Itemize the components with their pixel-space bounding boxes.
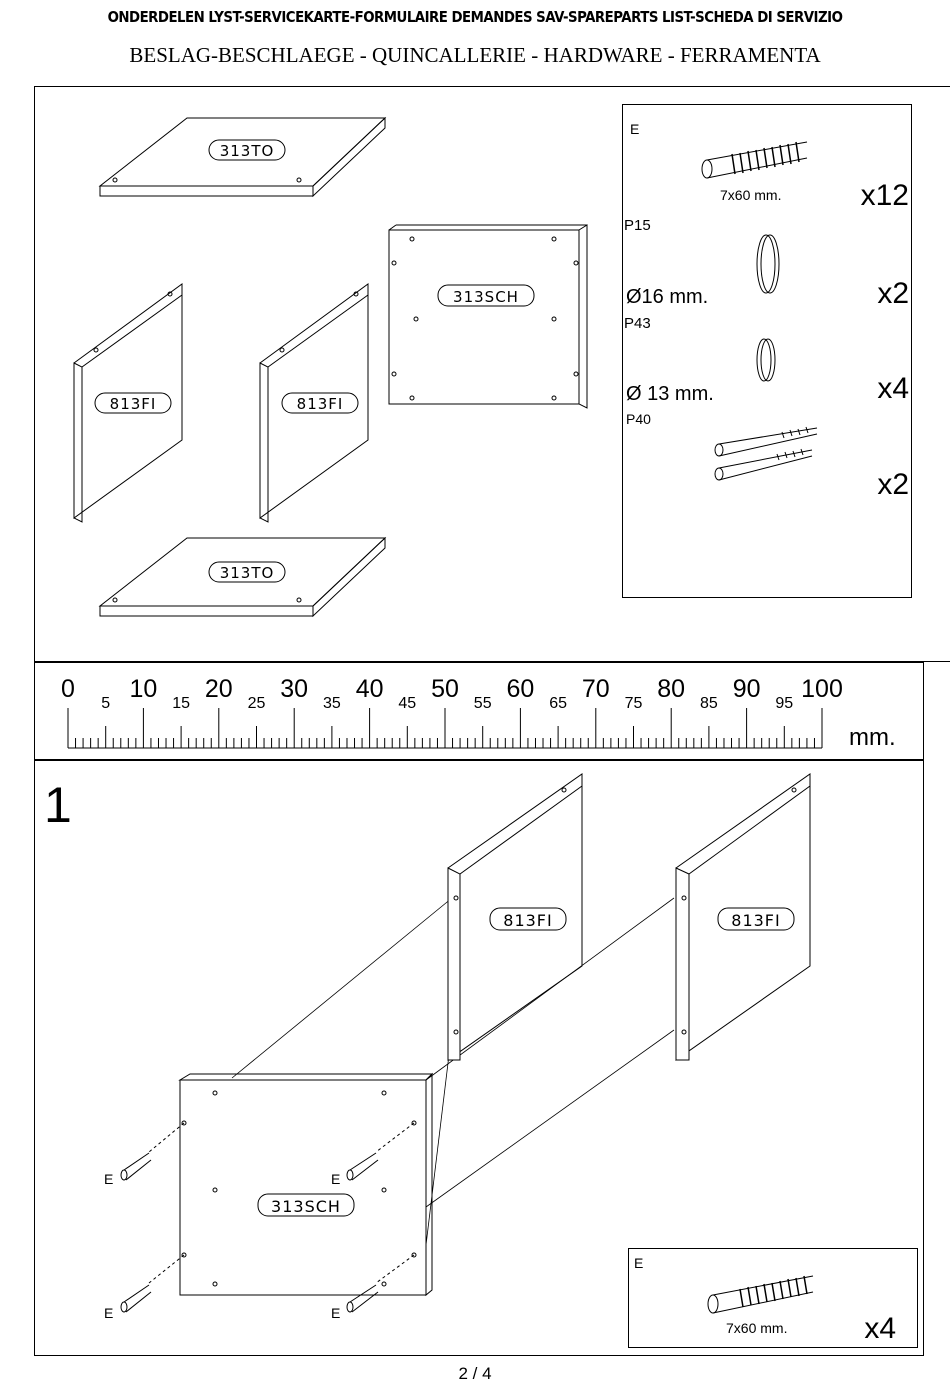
hw-p43-qty: x4 bbox=[877, 372, 909, 405]
ruler-major-label: 100 bbox=[801, 675, 843, 703]
step-back-panel: 313SCH bbox=[178, 1072, 434, 1297]
ruler-minor-label: 15 bbox=[172, 695, 190, 712]
ruler-major-label: 20 bbox=[205, 675, 233, 703]
screw-label-2: E bbox=[331, 1171, 340, 1187]
header-subtitle: BESLAG-BESCHLAEGE - QUINCALLERIE - HARDW… bbox=[129, 43, 821, 67]
page-number: 2 / 4 bbox=[458, 1364, 492, 1383]
step-hw-qty: x4 bbox=[864, 1312, 896, 1345]
step-hw-size: 7x60 mm. bbox=[726, 1320, 787, 1336]
panel-side-right: 813FI bbox=[259, 283, 369, 523]
hw-p40-code: P40 bbox=[626, 411, 651, 427]
step-hw-code: E bbox=[634, 1255, 643, 1271]
panel-side-left: 813FI bbox=[73, 283, 183, 523]
screw-label-1: E bbox=[104, 1171, 113, 1187]
panel-back: 313SCH bbox=[388, 224, 588, 409]
ruler-unit: mm. bbox=[849, 724, 896, 751]
ruler-major-label: 60 bbox=[506, 675, 534, 703]
step-number: 1 bbox=[44, 777, 72, 833]
screw-e-icon bbox=[701, 141, 808, 179]
screw-e-icon bbox=[120, 1254, 185, 1313]
screw-e-icon bbox=[346, 1122, 415, 1181]
ruler-major-label: 80 bbox=[657, 675, 685, 703]
panel-bottom: 313TO bbox=[98, 536, 387, 618]
panel-top: 313TO bbox=[98, 116, 387, 198]
hw-p15-qty: x2 bbox=[877, 277, 909, 310]
hw-p43-code: P43 bbox=[624, 315, 651, 332]
step-screws bbox=[120, 1122, 415, 1313]
hw-e-qty: x12 bbox=[861, 179, 909, 212]
ruler-minor-label: 75 bbox=[625, 695, 643, 712]
panel-side-left-label: 813FI bbox=[110, 395, 157, 413]
ruler-major-label: 90 bbox=[733, 675, 761, 703]
screw-e-icon bbox=[707, 1275, 814, 1314]
panel-top-label: 313TO bbox=[220, 142, 275, 160]
step-side-panel-1-label: 813FI bbox=[503, 911, 552, 930]
ruler-major-label: 30 bbox=[280, 675, 308, 703]
hardware-box bbox=[622, 104, 912, 598]
step-drawing: 1 813FI 813FI 313SCH bbox=[44, 773, 811, 1321]
hw-e-size: 7x60 mm. bbox=[720, 187, 781, 203]
hw-p15-code: P15 bbox=[624, 217, 651, 234]
screw-label-4: E bbox=[331, 1305, 340, 1321]
ruler-box bbox=[34, 662, 924, 760]
step-hardware-box bbox=[628, 1248, 918, 1348]
step-side-panel-2-label: 813FI bbox=[731, 911, 780, 930]
bolt-p40-icon bbox=[714, 426, 818, 481]
step-back-panel-label: 313SCH bbox=[271, 1197, 341, 1216]
ruler-minor-label: 35 bbox=[323, 695, 341, 712]
hw-p43-size: Ø 13 mm. bbox=[626, 383, 714, 405]
screw-e-icon bbox=[120, 1122, 185, 1181]
ruler-minor-label: 65 bbox=[549, 695, 567, 712]
ruler-minor-label: 55 bbox=[474, 695, 492, 712]
panel-bottom-label: 313TO bbox=[220, 564, 275, 582]
hw-p15-size: Ø16 mm. bbox=[626, 286, 708, 308]
parts-drawing: 313TO 313SCH 813FI 813FI 313 bbox=[73, 116, 588, 618]
hw-e-code: E bbox=[630, 121, 639, 137]
screw-label-3: E bbox=[104, 1305, 113, 1321]
header-title: ONDERDELEN LYST-SERVICEKARTE-FORMULAIRE … bbox=[107, 8, 843, 26]
screw-e-icon bbox=[346, 1254, 415, 1313]
ruler-major-label: 50 bbox=[431, 675, 459, 703]
cap-p43-icon bbox=[756, 338, 776, 382]
ruler-major-label: 10 bbox=[129, 675, 157, 703]
ruler-major-label: 70 bbox=[582, 675, 610, 703]
panel-back-label: 313SCH bbox=[453, 288, 519, 306]
hw-p40-qty: x2 bbox=[877, 468, 909, 501]
ruler-minor-label: 25 bbox=[248, 695, 266, 712]
step-panel bbox=[34, 760, 924, 1356]
parts-panel bbox=[34, 86, 950, 662]
ruler-major-label: 0 bbox=[61, 675, 75, 703]
panel-side-right-label: 813FI bbox=[297, 395, 344, 413]
step-side-panel-2: 813FI bbox=[675, 773, 811, 1061]
ruler-minor-label: 45 bbox=[398, 695, 416, 712]
ruler: 0 10 20 30 40 50 60 70 80 90 100 5 15 25 35 45 55 65 75 85 9… bbox=[61, 675, 896, 751]
step-hardware-drawing: E 7x60 mm. x4 bbox=[634, 1255, 896, 1345]
step-side-panel-1: 813FI bbox=[447, 773, 583, 1061]
ruler-minor-label: 85 bbox=[700, 695, 718, 712]
ruler-major-label: 40 bbox=[356, 675, 384, 703]
hardware-drawing: E 7x60 mm. x12 P15 Ø16 mm. x2 P43 Ø 13 m… bbox=[624, 121, 909, 501]
ruler-minor-label: 5 bbox=[101, 695, 110, 712]
ruler-minor-label: 95 bbox=[775, 695, 793, 712]
cap-p15-icon bbox=[756, 234, 780, 294]
